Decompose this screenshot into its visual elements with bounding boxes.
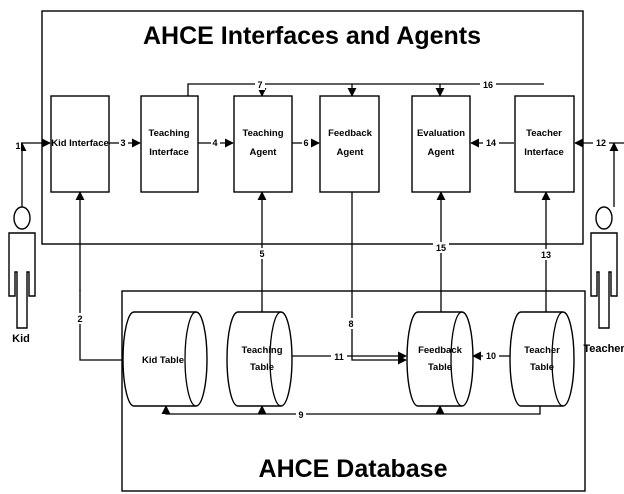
flow-label-10: 10 xyxy=(486,351,496,361)
teaching-agent-label-2: Agent xyxy=(250,147,278,158)
feedback-agent-label-2: Agent xyxy=(337,147,365,158)
teaching-table-label-1: Teaching xyxy=(242,345,283,356)
flow-label-5: 5 xyxy=(259,249,264,259)
flow-label-6: 6 xyxy=(303,138,308,148)
feedback-agent-label-1: Feedback xyxy=(328,128,373,139)
teaching-table-label-2: Table xyxy=(250,362,274,373)
feedback-table-label-1: Feedback xyxy=(418,345,463,356)
feedback-table-label-2: Table xyxy=(428,362,452,373)
evaluation-agent-box: Evaluation Agent xyxy=(411,95,471,193)
feedback-agent-box: Feedback Agent xyxy=(319,95,380,193)
flow-label-14: 14 xyxy=(486,138,496,148)
teacher-table-label-1: Teacher xyxy=(524,345,560,356)
kid-interface-box: Kid Interface xyxy=(50,95,110,193)
kid-actor-label: Kid xyxy=(12,333,30,345)
teacher-interface-box: Teacher Interface xyxy=(514,95,575,193)
flow-label-1: 1 xyxy=(15,141,20,151)
teacher-interface-label-1: Teacher xyxy=(526,128,562,139)
interfaces-agents-frame xyxy=(41,10,584,245)
flow-label-8: 8 xyxy=(348,319,353,329)
teacher-actor-label: Teacher xyxy=(583,343,624,355)
flow-labels: 1 2 3 4 5 6 7 8 9 10 11 12 13 14 15 16 xyxy=(15,79,609,420)
flow-label-4: 4 xyxy=(212,138,217,148)
teaching-interface-label-2: Interface xyxy=(149,147,189,158)
database-frame xyxy=(121,290,586,492)
kid-table-cylinder: Kid Table xyxy=(122,311,208,407)
teaching-agent-box: Teaching Agent xyxy=(233,95,293,193)
kid-actor-icon xyxy=(8,206,36,329)
flow-label-15: 15 xyxy=(436,243,446,253)
flow-label-13: 13 xyxy=(541,250,551,260)
evaluation-agent-label-1: Evaluation xyxy=(417,128,465,139)
feedback-table-cylinder: Feedback Table xyxy=(406,311,474,407)
interfaces-agents-title: AHCE Interfaces and Agents xyxy=(143,22,481,50)
kid-interface-label: Kid Interface xyxy=(51,138,109,149)
flow-label-16: 16 xyxy=(483,80,493,90)
line-7-16-bar xyxy=(187,83,544,96)
teacher-table-label-2: Table xyxy=(530,362,554,373)
teacher-table-cylinder: Teacher Table xyxy=(509,311,575,407)
flow-label-3: 3 xyxy=(120,138,125,148)
teaching-table-cylinder: Teaching Table xyxy=(226,311,293,407)
teaching-interface-box: Teaching Interface xyxy=(140,95,199,193)
flow-label-12: 12 xyxy=(596,138,606,148)
teaching-interface-label-1: Teaching xyxy=(149,128,190,139)
kid-table-label: Kid Table xyxy=(142,355,184,366)
teacher-interface-label-2: Interface xyxy=(524,147,564,158)
evaluation-agent-label-2: Agent xyxy=(428,147,456,158)
flow-label-11: 11 xyxy=(334,352,344,362)
flow-label-9: 9 xyxy=(298,410,303,420)
line-9-bar xyxy=(165,406,541,415)
teacher-actor-icon xyxy=(590,206,618,329)
database-title: AHCE Database xyxy=(259,455,448,483)
flow-label-7: 7 xyxy=(257,80,262,90)
arrow-8 xyxy=(351,192,407,365)
teaching-agent-label-1: Teaching xyxy=(243,128,284,139)
flow-label-2: 2 xyxy=(77,314,82,324)
